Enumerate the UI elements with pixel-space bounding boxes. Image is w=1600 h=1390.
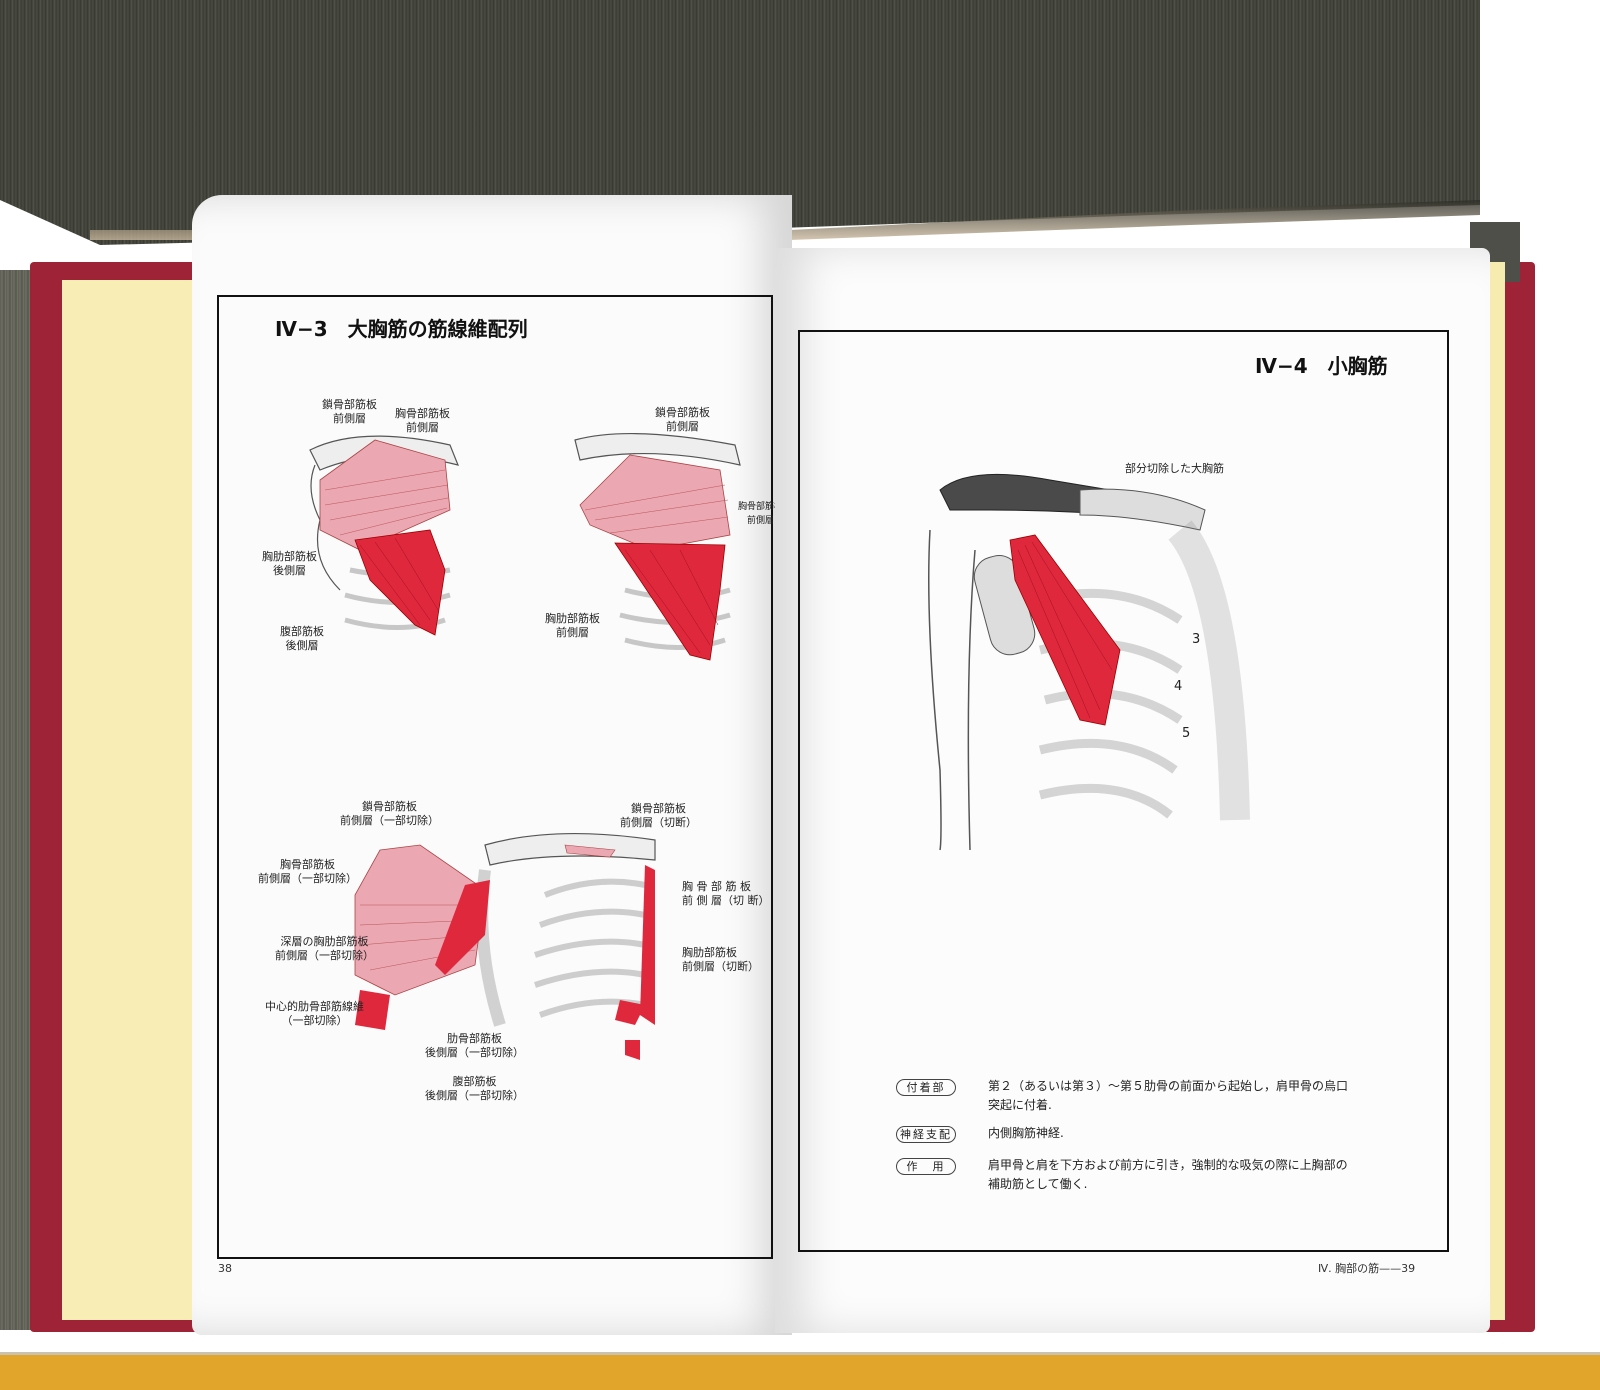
rib-number-4: 4 <box>1174 679 1183 694</box>
right-page <box>775 248 1490 1333</box>
figure-pectoralis-2 <box>574 433 741 661</box>
fig3-label-1: 鎖骨部筋板前側層（一部切除） <box>340 800 439 827</box>
tag-innervation: 神経支配 <box>896 1126 956 1143</box>
fig3-label-2: 鎖骨部筋板前側層（切断） <box>620 802 697 829</box>
left-page-number: 38 <box>218 1262 232 1275</box>
right-page-title: Ⅳ−4 小胸筋 <box>1255 354 1388 378</box>
fig3-label-6: 胸肋部筋板前側層（切断） <box>682 946 759 973</box>
fig1-label-3: 胸肋部筋板後側層 <box>262 550 317 577</box>
page-stack-left <box>62 280 212 1320</box>
fig2-label-1: 鎖骨部筋板前側層 <box>655 406 710 433</box>
figure-pectoralis-minor <box>928 473 1250 851</box>
fig1-label-4: 腹部筋板後側層 <box>280 625 324 652</box>
fig3-label-4: 胸 骨 部 筋 板前 側 層（切 断） <box>682 880 770 907</box>
right-page-frame <box>798 330 1449 1252</box>
left-page-title: Ⅳ−3 大胸筋の筋線維配列 <box>275 317 528 341</box>
fig1-label-1: 鎖骨部筋板前側層 <box>322 398 377 425</box>
fig3-label-9: 腹部筋板後側層（一部切除） <box>425 1075 524 1102</box>
tag-action: 作 用 <box>896 1158 956 1175</box>
left-page <box>192 195 792 1335</box>
table-edge <box>0 1352 1600 1356</box>
fig3-label-5: 深層の胸肋部筋板前側層（一部切除） <box>275 935 374 962</box>
figure-pectoralis-1 <box>309 435 459 636</box>
right-page-footer: Ⅳ. 胸部の筋——39 <box>1318 1262 1416 1275</box>
fig2-label-2: 胸骨部筋板前側層 <box>738 502 784 526</box>
table-surface <box>0 1355 1600 1390</box>
fig3-label-7: 中心的肋骨部筋線維（一部切除） <box>265 1000 364 1027</box>
fig3-label-8: 肋骨部筋板後側層（一部切除） <box>425 1032 524 1059</box>
figure-pectoralis-3 <box>354 832 656 1060</box>
fig3-label-3: 胸骨部筋板前側層（一部切除） <box>258 858 357 885</box>
fig2-label-3: 胸肋部筋板前側層 <box>545 612 600 639</box>
text-attachment: 第２（あるいは第３）〜第５肋骨の前面から起始し，肩甲骨の烏口突起に付着. <box>988 1079 1349 1112</box>
left-page-frame <box>217 295 773 1259</box>
pectoralis-minor-label: 部分切除した大胸筋 <box>1125 462 1224 475</box>
tag-attachment: 付着部 <box>896 1079 956 1096</box>
text-action: 肩甲骨と肩を下方および前方に引き，強制的な吸気の際に上胸部の補助筋として働く. <box>988 1158 1348 1191</box>
fig1-label-2: 胸骨部筋板前側層 <box>395 407 450 434</box>
rib-number-5: 5 <box>1182 726 1191 741</box>
rib-number-3: 3 <box>1192 632 1201 647</box>
text-innervation: 内側胸筋神経. <box>988 1126 1064 1140</box>
